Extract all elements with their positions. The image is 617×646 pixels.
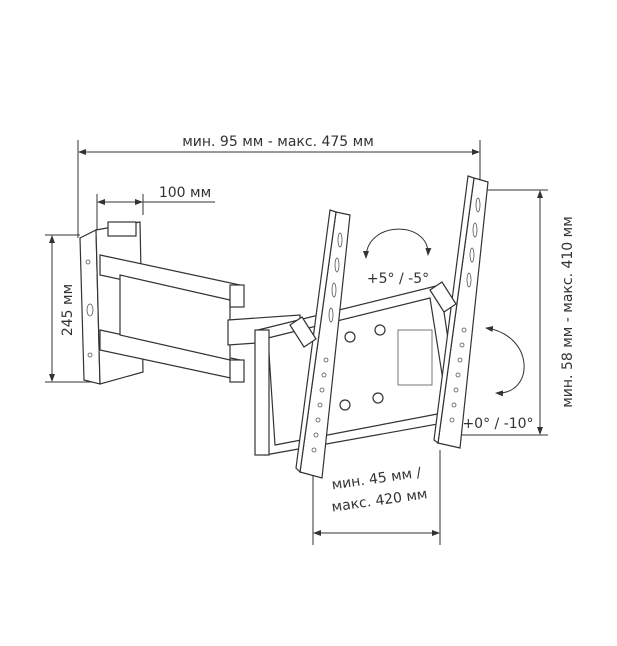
wall-plate-height-dimension: 245 мм xyxy=(45,234,95,383)
vesa-horizontal-dimension: мин. 45 мм / макс. 420 мм xyxy=(312,450,441,545)
right-vertical-rail xyxy=(429,175,489,449)
swivel-rotation-arrow: +5° / -5° xyxy=(363,228,432,287)
left-vertical-rail xyxy=(289,209,351,479)
tv-mounting-plate xyxy=(254,284,461,456)
depth-range-label: мин. 95 мм - макс. 475 мм xyxy=(182,134,374,150)
wall-plate-width-label: 100 мм xyxy=(159,185,211,201)
tilt-rotation-arrow: +0° / -10° xyxy=(462,326,534,432)
swivel-arm xyxy=(99,254,301,383)
depth-dimension: мин. 95 мм - макс. 475 мм xyxy=(77,134,481,238)
wall-plate-width-dimension: 100 мм xyxy=(96,185,215,230)
vesa-vertical-label: мин. 58 мм - макс. 410 мм xyxy=(560,216,576,408)
tilt-angle-label: +0° / -10° xyxy=(462,416,533,432)
wall-plate-height-label: 245 мм xyxy=(60,284,76,336)
swivel-angle-label: +5° / -5° xyxy=(367,271,429,287)
vesa-vertical-dimension: мин. 58 мм - макс. 410 мм xyxy=(460,189,576,436)
